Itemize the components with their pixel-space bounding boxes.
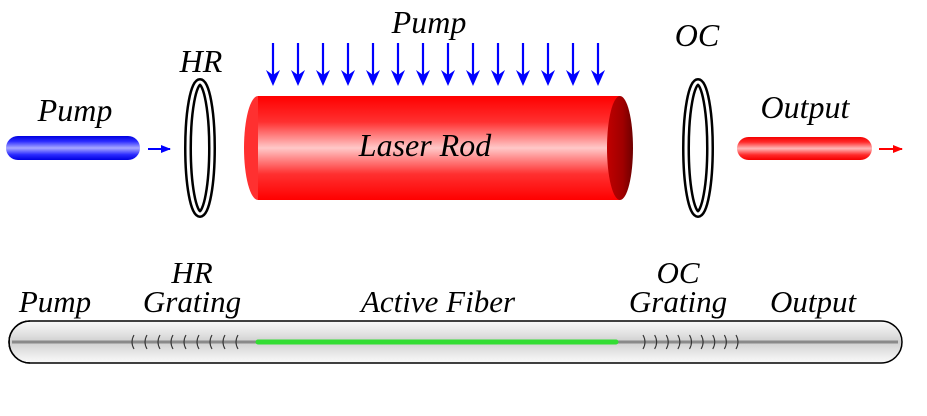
fiber-setup: Pump HR Grating Active Fiber OC Grating … — [8, 255, 903, 364]
oc-label: OC — [675, 17, 720, 53]
grating-line — [665, 334, 669, 350]
grating-line — [235, 334, 239, 350]
hr-grating — [131, 334, 239, 350]
fiber-pump-label: Pump — [18, 284, 91, 319]
pump-arrow-icon — [516, 43, 530, 86]
pump-arrow-icon — [591, 43, 605, 86]
hr-label: HR — [179, 43, 223, 79]
hr-mirror: HR — [179, 43, 223, 218]
grating-line — [677, 334, 681, 350]
pump-arrow-icon — [416, 43, 430, 86]
oc-mirror: OC — [675, 17, 720, 218]
active-fiber-label: Active Fiber — [359, 284, 516, 319]
grating-line — [144, 334, 148, 350]
pump-source: Pump — [6, 92, 171, 160]
pump-arrow-icon — [266, 43, 280, 86]
grating-line — [209, 334, 213, 350]
pump-arrow-icon — [391, 43, 405, 86]
laser-rod-label: Laser Rod — [358, 127, 492, 163]
grating-line — [700, 334, 704, 350]
pump-arrows: Pump — [266, 4, 605, 86]
grating-line — [170, 334, 174, 350]
grating-line — [723, 334, 727, 350]
grating-line — [654, 334, 658, 350]
pump-arrow-icon — [291, 43, 305, 86]
fiber-end-left — [8, 320, 31, 364]
grating-line — [642, 334, 646, 350]
pump-source-label: Pump — [37, 92, 113, 128]
output-label: Output — [761, 89, 851, 125]
output-beam — [737, 137, 872, 160]
laser-rod-body — [258, 96, 620, 200]
oc-grating-label-line1: OC — [656, 255, 699, 290]
grating-line — [735, 334, 739, 350]
pump-beam — [6, 136, 140, 160]
grating-line — [712, 334, 716, 350]
grating-line — [183, 334, 187, 350]
laser-rod: Laser Rod — [244, 96, 633, 200]
pump-arrow-icon — [566, 43, 580, 86]
pump-arrow-icon — [541, 43, 555, 86]
hr-grating-label-line1: HR — [170, 255, 212, 290]
pump-arrow-icon — [366, 43, 380, 86]
top-setup: Pump HR Laser Rod Pump OC — [6, 4, 903, 218]
grating-line — [222, 334, 226, 350]
grating-line — [131, 334, 135, 350]
pump-arrow-icon — [316, 43, 330, 86]
pump-arrow-icon — [441, 43, 455, 86]
grating-line — [196, 334, 200, 350]
hr-grating-label-line2: Grating — [143, 284, 241, 319]
output-beam-group: Output — [737, 89, 903, 160]
grating-line — [157, 334, 161, 350]
laser-rod-end — [607, 96, 633, 200]
oc-grating — [642, 334, 739, 350]
grating-line — [689, 334, 693, 350]
pump-arrows-label: Pump — [391, 4, 467, 40]
pump-arrow-icon — [491, 43, 505, 86]
pump-arrow-icon — [466, 43, 480, 86]
oc-grating-label-line2: Grating — [629, 284, 727, 319]
pump-arrow-set — [266, 43, 605, 86]
pump-arrow-icon — [341, 43, 355, 86]
fiber-output-label: Output — [770, 284, 858, 319]
